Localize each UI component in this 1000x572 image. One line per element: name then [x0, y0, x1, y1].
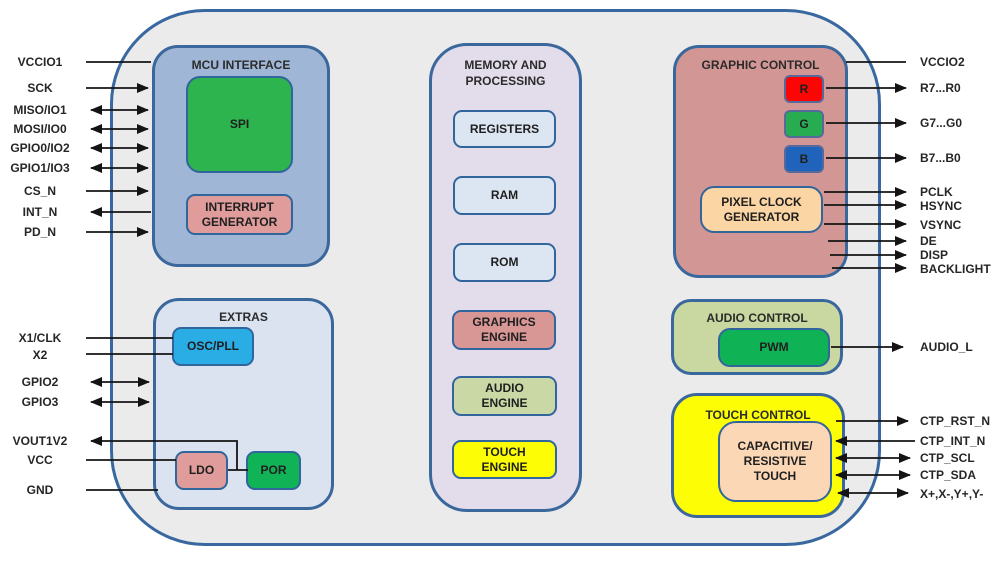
pin-label-vccio1: VCCIO1 — [17, 55, 63, 69]
pin-label-gpio1-io3: GPIO1/IO3 — [10, 161, 70, 175]
block-ram: RAM — [453, 176, 556, 215]
block-por: POR — [246, 451, 301, 490]
pin-label-ctp-rst-n: CTP_RST_N — [920, 414, 991, 428]
block-ldo: LDO — [175, 451, 228, 490]
block-green-channel: G — [784, 110, 824, 138]
group-title-touch-control: TOUCH CONTROL — [705, 408, 811, 422]
pin-label-de: DE — [920, 234, 937, 248]
pin-label-cs-n: CS_N — [23, 184, 56, 198]
block-capacitive-resistive-touch: CAPACITIVE/ RESISTIVE TOUCH — [718, 421, 832, 502]
block-registers: REGISTERS — [453, 110, 556, 148]
pin-label-r-bus: R7...R0 — [920, 81, 961, 95]
pin-label-vsync: VSYNC — [920, 218, 962, 232]
pin-label-gnd: GND — [26, 483, 54, 497]
block-blue-channel: B — [784, 145, 824, 173]
pin-label-ctp-sda: CTP_SDA — [920, 468, 977, 482]
block-graphics-engine: GRAPHICS ENGINE — [452, 310, 556, 350]
group-title-extras: EXTRAS — [219, 310, 268, 324]
block-interrupt-generator: INTERRUPT GENERATOR — [186, 194, 293, 235]
pin-label-g-bus: G7...G0 — [920, 116, 963, 130]
group-title-graphic-control: GRAPHIC CONTROL — [701, 58, 820, 72]
block-spi: SPI — [186, 76, 293, 173]
pin-label-ctp-int-n: CTP_INT_N — [920, 434, 986, 448]
block-pwm: PWM — [718, 328, 830, 367]
pin-label-gpio0-io2: GPIO0/IO2 — [10, 141, 70, 155]
pin-label-miso-io1: MISO/IO1 — [13, 103, 67, 117]
block-audio-engine: AUDIO ENGINE — [452, 376, 557, 416]
block-osc-pll: OSC/PLL — [172, 327, 254, 366]
pin-label-touch-xy: X+,X-,Y+,Y- — [920, 487, 984, 501]
pin-label-sck: SCK — [27, 81, 53, 95]
pin-label-vcc: VCC — [27, 453, 53, 467]
pin-label-pd-n: PD_N — [23, 225, 56, 239]
pin-label-x1-clk: X1/CLK — [18, 331, 62, 345]
group-title-audio-control: AUDIO CONTROL — [706, 311, 808, 325]
pin-label-ctp-scl: CTP_SCL — [920, 451, 975, 465]
pin-label-int-n: INT_N — [22, 205, 58, 219]
block-touch-engine: TOUCH ENGINE — [452, 440, 557, 479]
pin-label-backlight: BACKLIGHT — [920, 262, 991, 276]
pin-label-disp: DISP — [920, 248, 949, 262]
group-title-mcu-interface: MCU INTERFACE — [191, 58, 291, 72]
block-pixel-clock-generator: PIXEL CLOCK GENERATOR — [700, 186, 823, 233]
pin-label-hsync: HSYNC — [920, 199, 963, 213]
pin-label-audio-l: AUDIO_L — [920, 340, 973, 354]
pin-label-gpio3: GPIO3 — [21, 395, 59, 409]
pin-label-mosi-io0: MOSI/IO0 — [13, 122, 67, 136]
group-title-memory-processing: MEMORY AND PROCESSING — [464, 58, 547, 88]
pin-label-vccio2: VCCIO2 — [920, 55, 965, 69]
pin-label-b-bus: B7...B0 — [920, 151, 961, 165]
pin-label-vout1v2: VOUT1V2 — [12, 434, 68, 448]
block-red-channel: R — [784, 75, 824, 103]
pin-label-x2: X2 — [32, 348, 48, 362]
pin-label-gpio2: GPIO2 — [21, 375, 59, 389]
pin-label-pclk: PCLK — [920, 185, 953, 199]
block-rom: ROM — [453, 243, 556, 282]
